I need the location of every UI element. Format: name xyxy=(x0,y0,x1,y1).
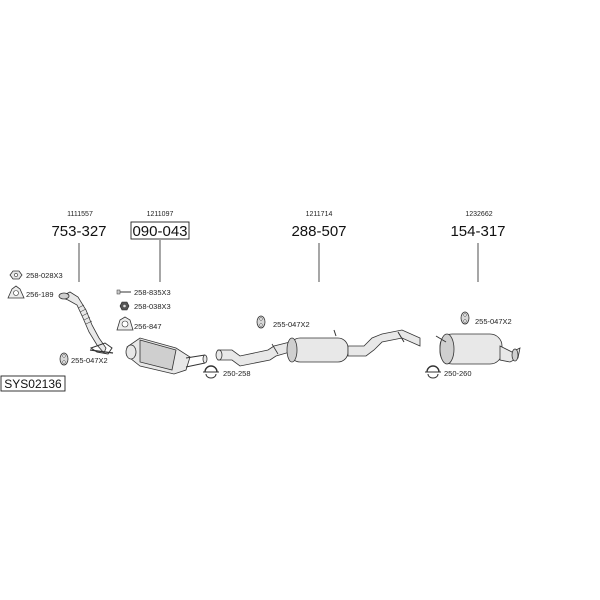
part-number: 090-043 xyxy=(132,223,187,240)
part-number-box xyxy=(130,221,190,240)
part-code: 255-047X2 xyxy=(71,356,108,365)
part-callout-hanger[interactable]: 255-047X2 xyxy=(59,352,108,366)
middle-silencer-body xyxy=(289,337,349,363)
front-pipe-drawing[interactable] xyxy=(58,291,114,355)
part-callout-hanger[interactable]: 255-047X2 xyxy=(460,311,512,326)
rubber-hanger-icon xyxy=(256,315,266,329)
middle-silencer-drawing[interactable] xyxy=(215,329,421,367)
part-code: 258-028X3 xyxy=(26,271,63,280)
assembly-rear-silencer[interactable]: 1232662 154-317 xyxy=(450,211,506,282)
part-code: 258-038X3 xyxy=(134,302,171,311)
rear-silencer-drawing[interactable] xyxy=(435,333,521,365)
system-id: SYS02136 xyxy=(4,377,62,391)
rubber-hanger-icon xyxy=(460,311,470,325)
flange xyxy=(58,292,70,300)
part-number: 753-327 xyxy=(51,223,106,240)
part-callout-clamp[interactable]: 250-260 xyxy=(425,365,472,379)
part-code: 255-047X2 xyxy=(475,317,512,326)
part-code: 256-189 xyxy=(26,290,54,299)
oe-number: 1232662 xyxy=(465,211,492,218)
clamp-icon xyxy=(426,365,440,373)
part-code: 258-835X3 xyxy=(134,288,171,297)
part-callout-gasket[interactable]: 256-189 xyxy=(7,285,54,299)
assembly-middle-silencer[interactable]: 1211714 288-507 xyxy=(291,211,347,282)
part-number: 154-317 xyxy=(450,223,505,240)
part-callout-nut[interactable]: 258-028X3 xyxy=(9,270,63,280)
part-callout-hanger[interactable]: 255-047X2 xyxy=(256,315,310,329)
assembly-front-pipe[interactable]: 1111557 753-327 xyxy=(51,211,107,282)
part-callout-spring-nut[interactable]: 258-038X3 xyxy=(119,301,171,311)
system-id-badge: SYS02136 xyxy=(0,375,66,392)
part-code: 256-847 xyxy=(134,322,162,331)
part-code: 250-260 xyxy=(444,369,472,378)
rubber-hanger-icon xyxy=(59,352,69,366)
catalytic-converter-drawing[interactable] xyxy=(125,337,208,375)
part-callout-bolt[interactable]: 258-835X3 xyxy=(116,288,171,297)
part-callout-clamp[interactable]: 250-258 xyxy=(203,365,251,379)
assembly-catalytic-converter[interactable]: 1211097 090-043 xyxy=(130,211,190,282)
part-callout-gasket[interactable]: 256-847 xyxy=(116,316,162,331)
part-code: 250-258 xyxy=(223,369,251,378)
clamp-icon xyxy=(204,365,218,373)
oe-number: 1211714 xyxy=(306,211,333,218)
part-code: 255-047X2 xyxy=(273,320,310,329)
oe-number: 1211097 xyxy=(147,211,174,218)
oe-number: 1111557 xyxy=(67,211,93,218)
part-number: 288-507 xyxy=(291,223,346,240)
